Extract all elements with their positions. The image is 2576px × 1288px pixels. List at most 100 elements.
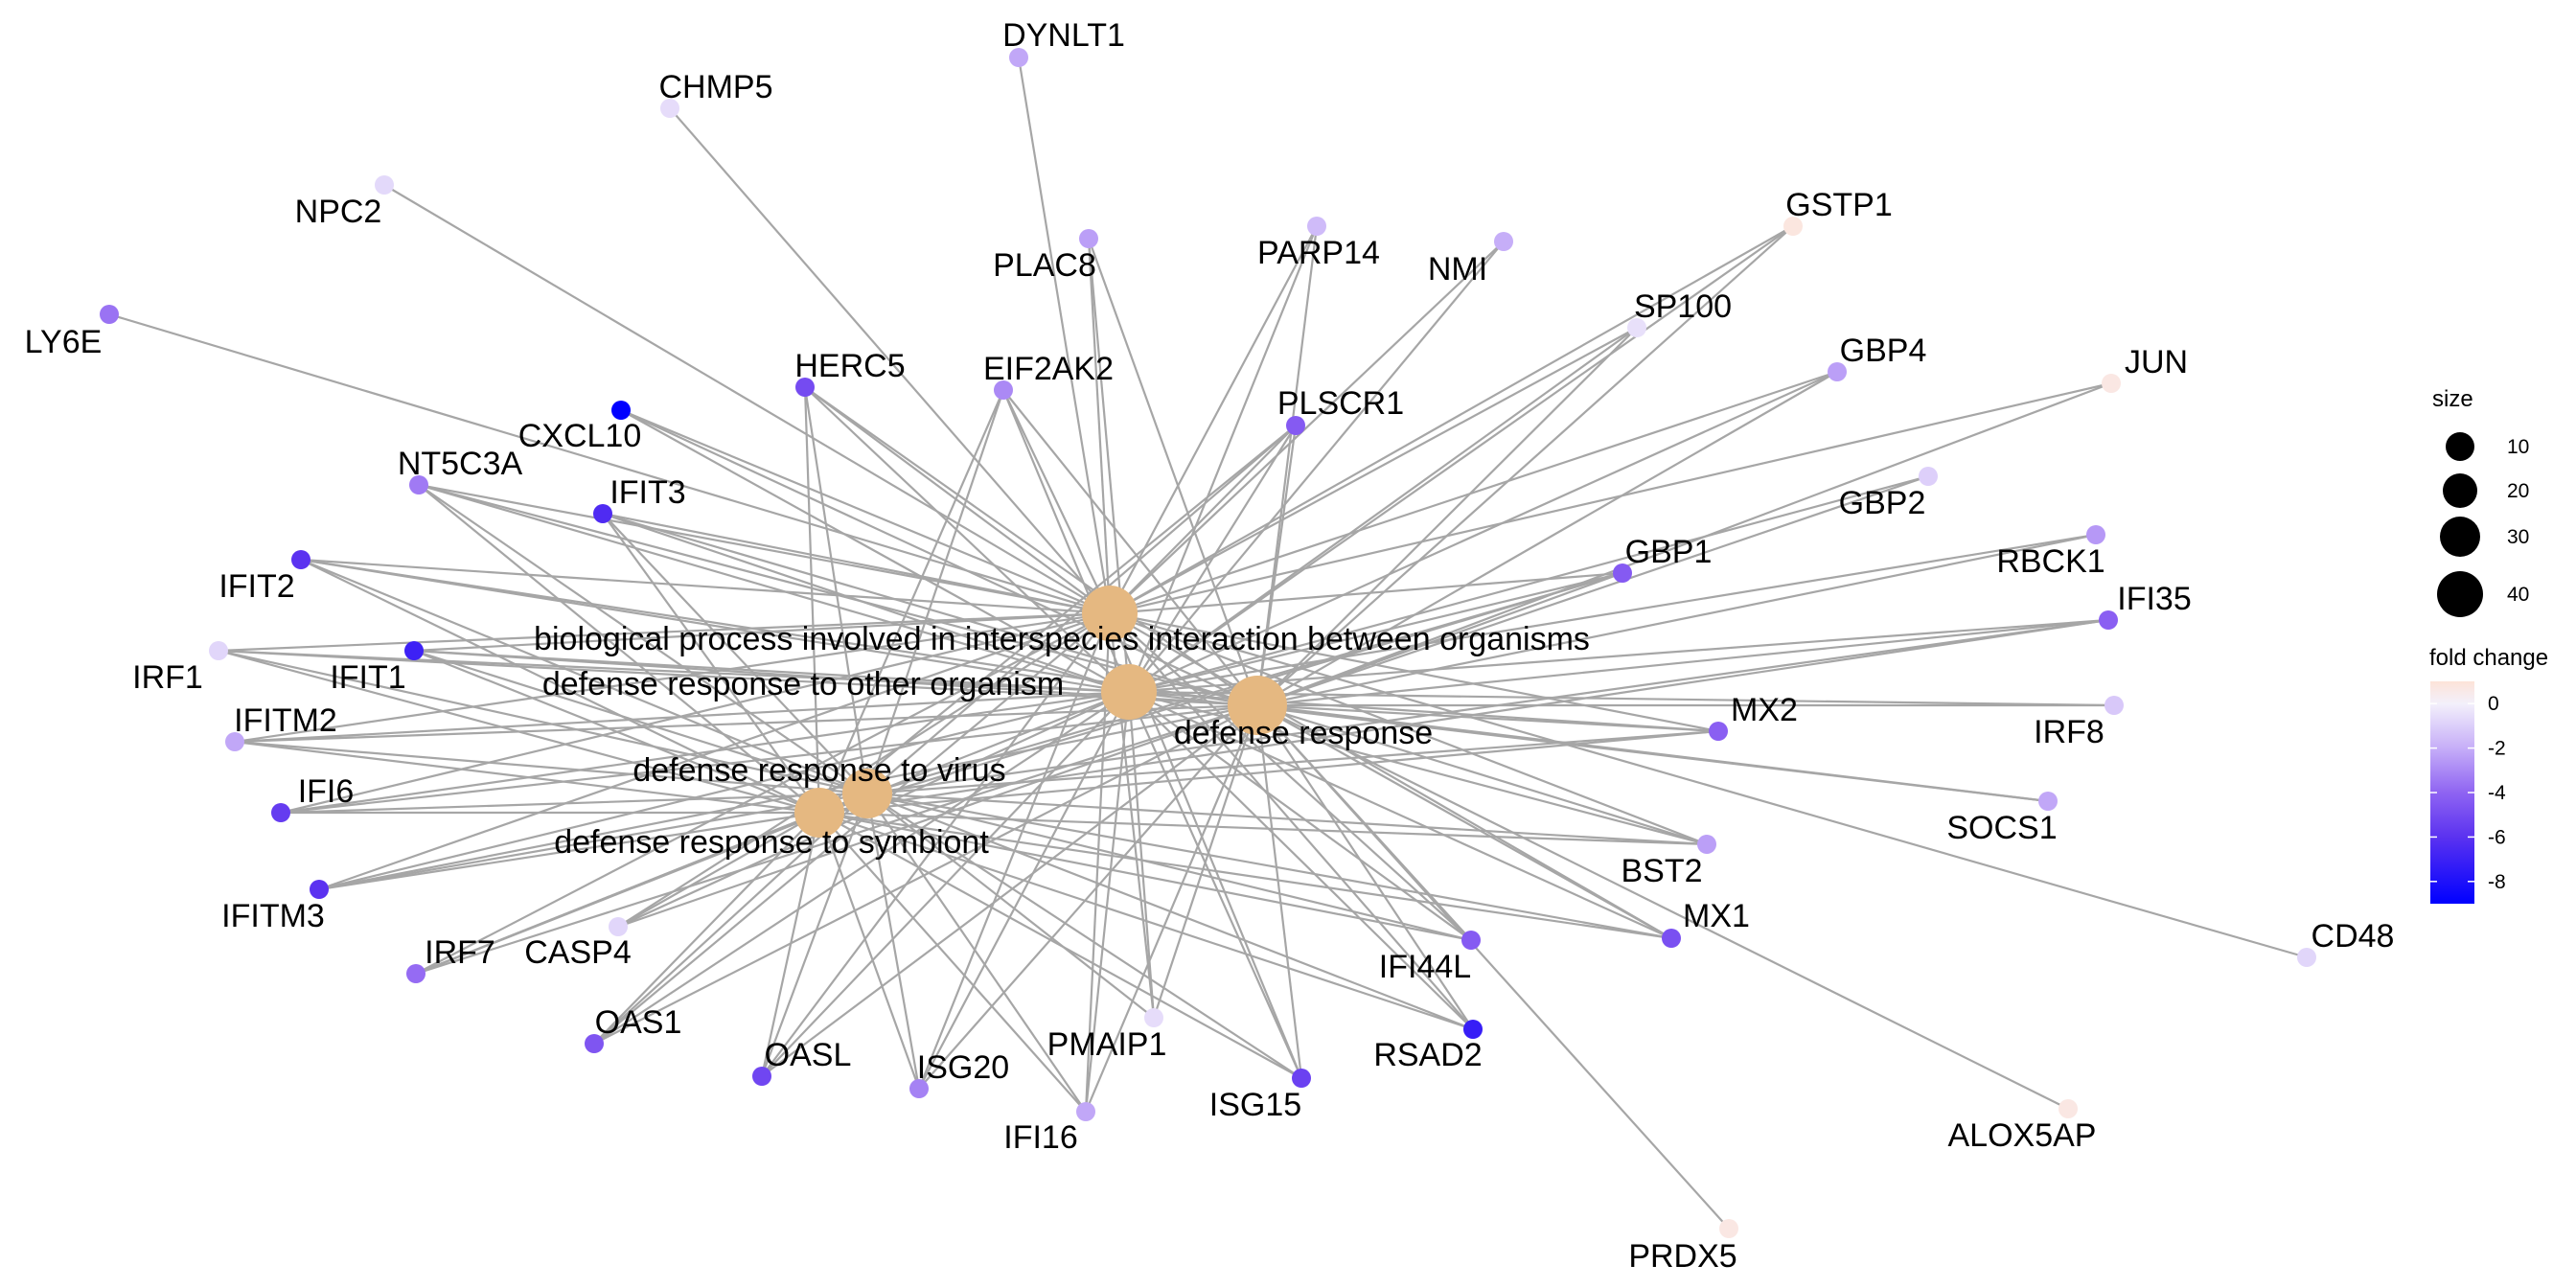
edge-t2-nmi xyxy=(1128,241,1505,693)
gene-label-irf8: IRF8 xyxy=(2034,714,2104,750)
gene-node-ifit2 xyxy=(291,550,310,569)
gene-label-ifi16: IFI16 xyxy=(1003,1119,1077,1156)
gene-node-herc5 xyxy=(795,378,815,397)
gene-label-plscr1: PLSCR1 xyxy=(1277,385,1404,422)
size-legend-dot xyxy=(2437,571,2483,617)
gene-label-bst2: BST2 xyxy=(1621,853,1702,889)
edge-t5-oas1 xyxy=(593,812,820,1045)
edge-t1-npc2 xyxy=(383,184,1111,614)
edge-t3-gbp2 xyxy=(1256,474,1929,707)
gene-label-nmi: NMI xyxy=(1428,251,1487,288)
gene-node-gbp2 xyxy=(1919,467,1938,486)
edge-t3-cxcl10 xyxy=(620,409,1258,706)
edge-t5-ifitm3 xyxy=(318,811,820,891)
term-label: defense response to virus xyxy=(632,752,1005,789)
term-node xyxy=(794,788,844,838)
gene-node-irf8 xyxy=(2104,696,2124,715)
edge-t3-ifitm2 xyxy=(234,703,1258,744)
edge-t3-gstp1 xyxy=(1256,225,1794,706)
edge-t5-rsad2 xyxy=(818,811,1474,1031)
edge-t2-rbck1 xyxy=(1128,533,2097,694)
edge-t4-isg15 xyxy=(866,793,1302,1079)
gene-node-ifi16 xyxy=(1076,1102,1095,1121)
edge-t1-ifi44l xyxy=(1109,612,1472,941)
edge-t1-gstp1 xyxy=(1109,225,1794,614)
gene-node-ifi44l xyxy=(1461,931,1481,950)
edge-t2-oasl xyxy=(761,691,1130,1077)
fold-tick-label: 0 xyxy=(2488,693,2499,715)
gene-label-dynlt1: DYNLT1 xyxy=(1002,17,1125,54)
gene-node-sp100 xyxy=(1627,318,1646,337)
gene-node-alox5ap xyxy=(2058,1099,2078,1118)
gene-label-pmaip1: PMAIP1 xyxy=(1047,1026,1167,1063)
gene-node-ifitm2 xyxy=(225,732,244,751)
edge-t4-plscr1 xyxy=(866,425,1297,794)
edge-t4-ifi16 xyxy=(866,793,1087,1113)
gene-label-alox5ap: ALOX5AP xyxy=(1948,1117,2097,1154)
edge-t1-ifitm2 xyxy=(234,611,1111,744)
gene-node-ifi35 xyxy=(2099,610,2118,630)
edge-t1-eif2ak2 xyxy=(1002,389,1111,614)
gene-node-rbck1 xyxy=(2086,525,2105,544)
gene-node-irf7 xyxy=(406,964,426,983)
term-node xyxy=(1101,664,1157,720)
edge-t3-isg15 xyxy=(1255,704,1303,1079)
edge-t1-cd48 xyxy=(1109,611,2308,959)
edge-t1-gbp4 xyxy=(1109,370,1838,615)
gene-node-irf1 xyxy=(209,641,228,660)
gene-node-jun xyxy=(2102,374,2121,393)
gene-label-rbck1: RBCK1 xyxy=(1996,543,2104,580)
edge-t2-ifi16 xyxy=(1084,691,1131,1113)
fold-tick-label: -8 xyxy=(2488,871,2506,893)
edge-t5-ifi44l xyxy=(818,811,1472,942)
gene-node-cxcl10 xyxy=(611,401,631,420)
gene-label-mx2: MX2 xyxy=(1731,692,1798,728)
edge-t2-ifitm3 xyxy=(318,690,1130,891)
edge-t2-ifi6 xyxy=(280,690,1130,815)
edge-t1-dynlt1 xyxy=(1017,57,1112,614)
edge-t3-oas1 xyxy=(593,704,1258,1045)
edge-t4-oasl xyxy=(760,793,869,1077)
edge-t3-ifi35 xyxy=(1256,618,2109,707)
gene-label-plac8: PLAC8 xyxy=(993,247,1096,284)
edge-t1-nmi xyxy=(1109,241,1505,614)
gene-label-herc5: HERC5 xyxy=(794,348,905,384)
edge-t5-ifitm2 xyxy=(234,740,820,815)
edge-t2-pmaip1 xyxy=(1127,691,1156,1019)
size-legend-label: 10 xyxy=(2507,436,2529,458)
edge-t2-oas1 xyxy=(593,691,1130,1045)
fold-change-legend-title: fold change xyxy=(2429,645,2548,671)
edge-t1-plac8 xyxy=(1087,238,1112,614)
edge-t5-mx1 xyxy=(818,811,1672,940)
edge-t5-casp4 xyxy=(617,812,820,928)
gene-node-ly6e xyxy=(100,305,119,324)
edge-t4-irf1 xyxy=(218,649,868,795)
size-legend-label: 40 xyxy=(2507,584,2529,606)
gene-label-oasl: OASL xyxy=(765,1037,852,1073)
gene-label-socs1: SOCS1 xyxy=(1946,810,2057,846)
size-legend-label: 20 xyxy=(2507,480,2529,502)
gene-label-sp100: SP100 xyxy=(1634,288,1732,325)
edge-t2-ifi44l xyxy=(1128,691,1472,941)
gene-node-ifit1 xyxy=(404,641,424,660)
edge-t1-ly6e xyxy=(108,312,1111,615)
edge-t2-parp14 xyxy=(1127,225,1319,693)
edge-t3-prdx5 xyxy=(1256,704,1730,1230)
edge-t3-alox5ap xyxy=(1256,704,2069,1110)
edge-t2-sp100 xyxy=(1128,327,1638,693)
gene-label-rsad2: RSAD2 xyxy=(1373,1037,1482,1073)
edge-t3-ifi6 xyxy=(280,703,1258,815)
gene-node-npc2 xyxy=(375,175,394,195)
gene-label-prdx5: PRDX5 xyxy=(1628,1238,1736,1275)
gene-label-parp14: PARP14 xyxy=(1257,235,1380,271)
edge-t5-ifit2 xyxy=(300,559,820,814)
edge-t4-ifi6 xyxy=(280,792,868,815)
gene-node-plscr1 xyxy=(1286,416,1305,435)
gene-label-jun: JUN xyxy=(2125,344,2188,380)
gene-node-plac8 xyxy=(1079,229,1098,248)
gene-label-ifit3: IFIT3 xyxy=(610,474,685,511)
term-node xyxy=(1082,586,1138,641)
